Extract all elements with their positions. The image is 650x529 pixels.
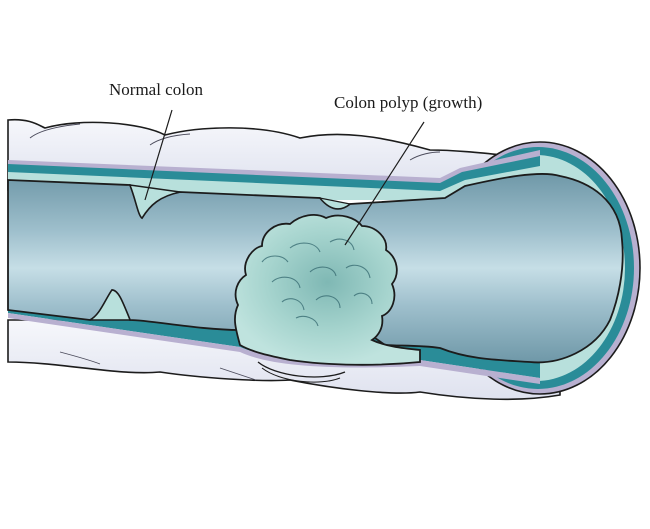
- polyp-base-bulge: [257, 361, 346, 383]
- surface-creases: [29, 123, 441, 381]
- polyp: [234, 213, 421, 366]
- mucosal-folds: [89, 184, 352, 321]
- label-normal-colon: Normal colon: [109, 80, 203, 99]
- leader-line-normal-colon: [144, 109, 173, 201]
- leader-line-polyp: [344, 121, 425, 246]
- label-colon-polyp: Colon polyp (growth): [334, 93, 483, 112]
- leader-lines: [144, 109, 425, 246]
